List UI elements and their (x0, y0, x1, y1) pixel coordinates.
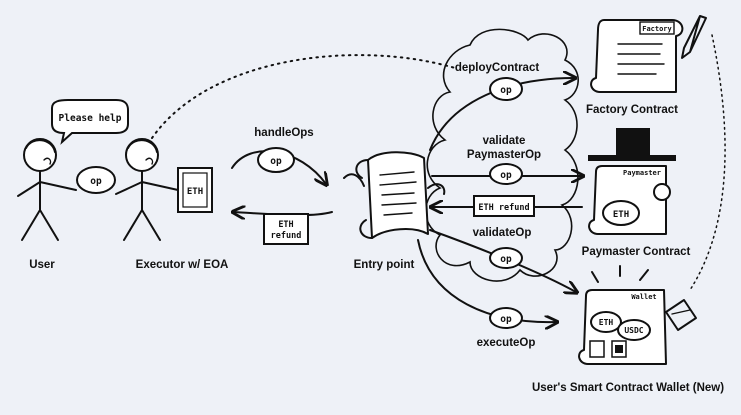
validate-paymaster-label-line2: PaymasterOp (467, 149, 541, 161)
eth-refund-line1: ETH (278, 220, 293, 230)
eth-refund-box-executor (263, 213, 309, 245)
eth-refund-paymaster-label: ETH refund (478, 203, 529, 213)
paymaster-contract-doc (588, 128, 676, 235)
contract-cloud (425, 28, 579, 282)
op-token-deploy-label: op (500, 85, 512, 96)
user-stick-figure (17, 138, 77, 241)
op-token-deploy (489, 77, 523, 101)
factory-doc-tag: Factory (642, 25, 672, 33)
op-token-user-label: op (90, 176, 102, 187)
handle-ops-label: handleOps (254, 127, 313, 139)
op-token-validate-label: op (500, 254, 512, 265)
deploy-contract-arrow (429, 78, 574, 151)
paymaster-doc-tag: Paymaster (623, 169, 661, 177)
op-token-paymaster (489, 163, 523, 185)
op-token-handle-ops-label: op (270, 156, 282, 167)
validate-paymaster-label-line1: validate (483, 135, 526, 147)
paymaster-eth-label: ETH (613, 210, 629, 220)
op-token-paymaster-label: op (500, 170, 512, 181)
dotted-link-wallet (689, 34, 726, 291)
wallet-usdc-label: USDC (624, 326, 643, 335)
wallet-eth-label: ETH (599, 318, 614, 327)
validate-op-label: validateOp (473, 227, 532, 239)
op-token-validate (489, 247, 523, 269)
entry-point-label: Entry point (354, 259, 415, 271)
wallet-contract-label: User's Smart Contract Wallet (New) (532, 382, 724, 394)
speech-bubble (51, 99, 129, 145)
executor-label: Executor w/ EOA (136, 259, 229, 271)
op-token-execute-label: op (500, 314, 512, 325)
wallet-doc-tag: Wallet (631, 293, 656, 301)
executor-stick-figure (115, 138, 179, 241)
paymaster-contract-label: Paymaster Contract (582, 246, 691, 258)
entry-point-scroll (343, 151, 446, 239)
wallet-contract-doc (578, 265, 697, 365)
eth-refund-line2: refund (271, 231, 302, 241)
op-token-handle-ops (257, 147, 295, 173)
eth-refund-box-paymaster (473, 195, 535, 217)
factory-contract-doc (590, 15, 707, 93)
deploy-contract-label: deployContract (455, 62, 540, 74)
execute-op-arrow (417, 239, 556, 322)
user-label: User (29, 259, 55, 271)
speech-bubble-text: Please help (59, 113, 122, 124)
eth-wallet-label: ETH (187, 187, 203, 197)
op-token-execute (489, 307, 523, 329)
op-token-user (76, 166, 116, 194)
factory-contract-label: Factory Contract (586, 104, 678, 116)
execute-op-label: executeOp (477, 337, 536, 349)
eth-wallet-box (177, 167, 213, 213)
dotted-link-executor (151, 54, 456, 139)
